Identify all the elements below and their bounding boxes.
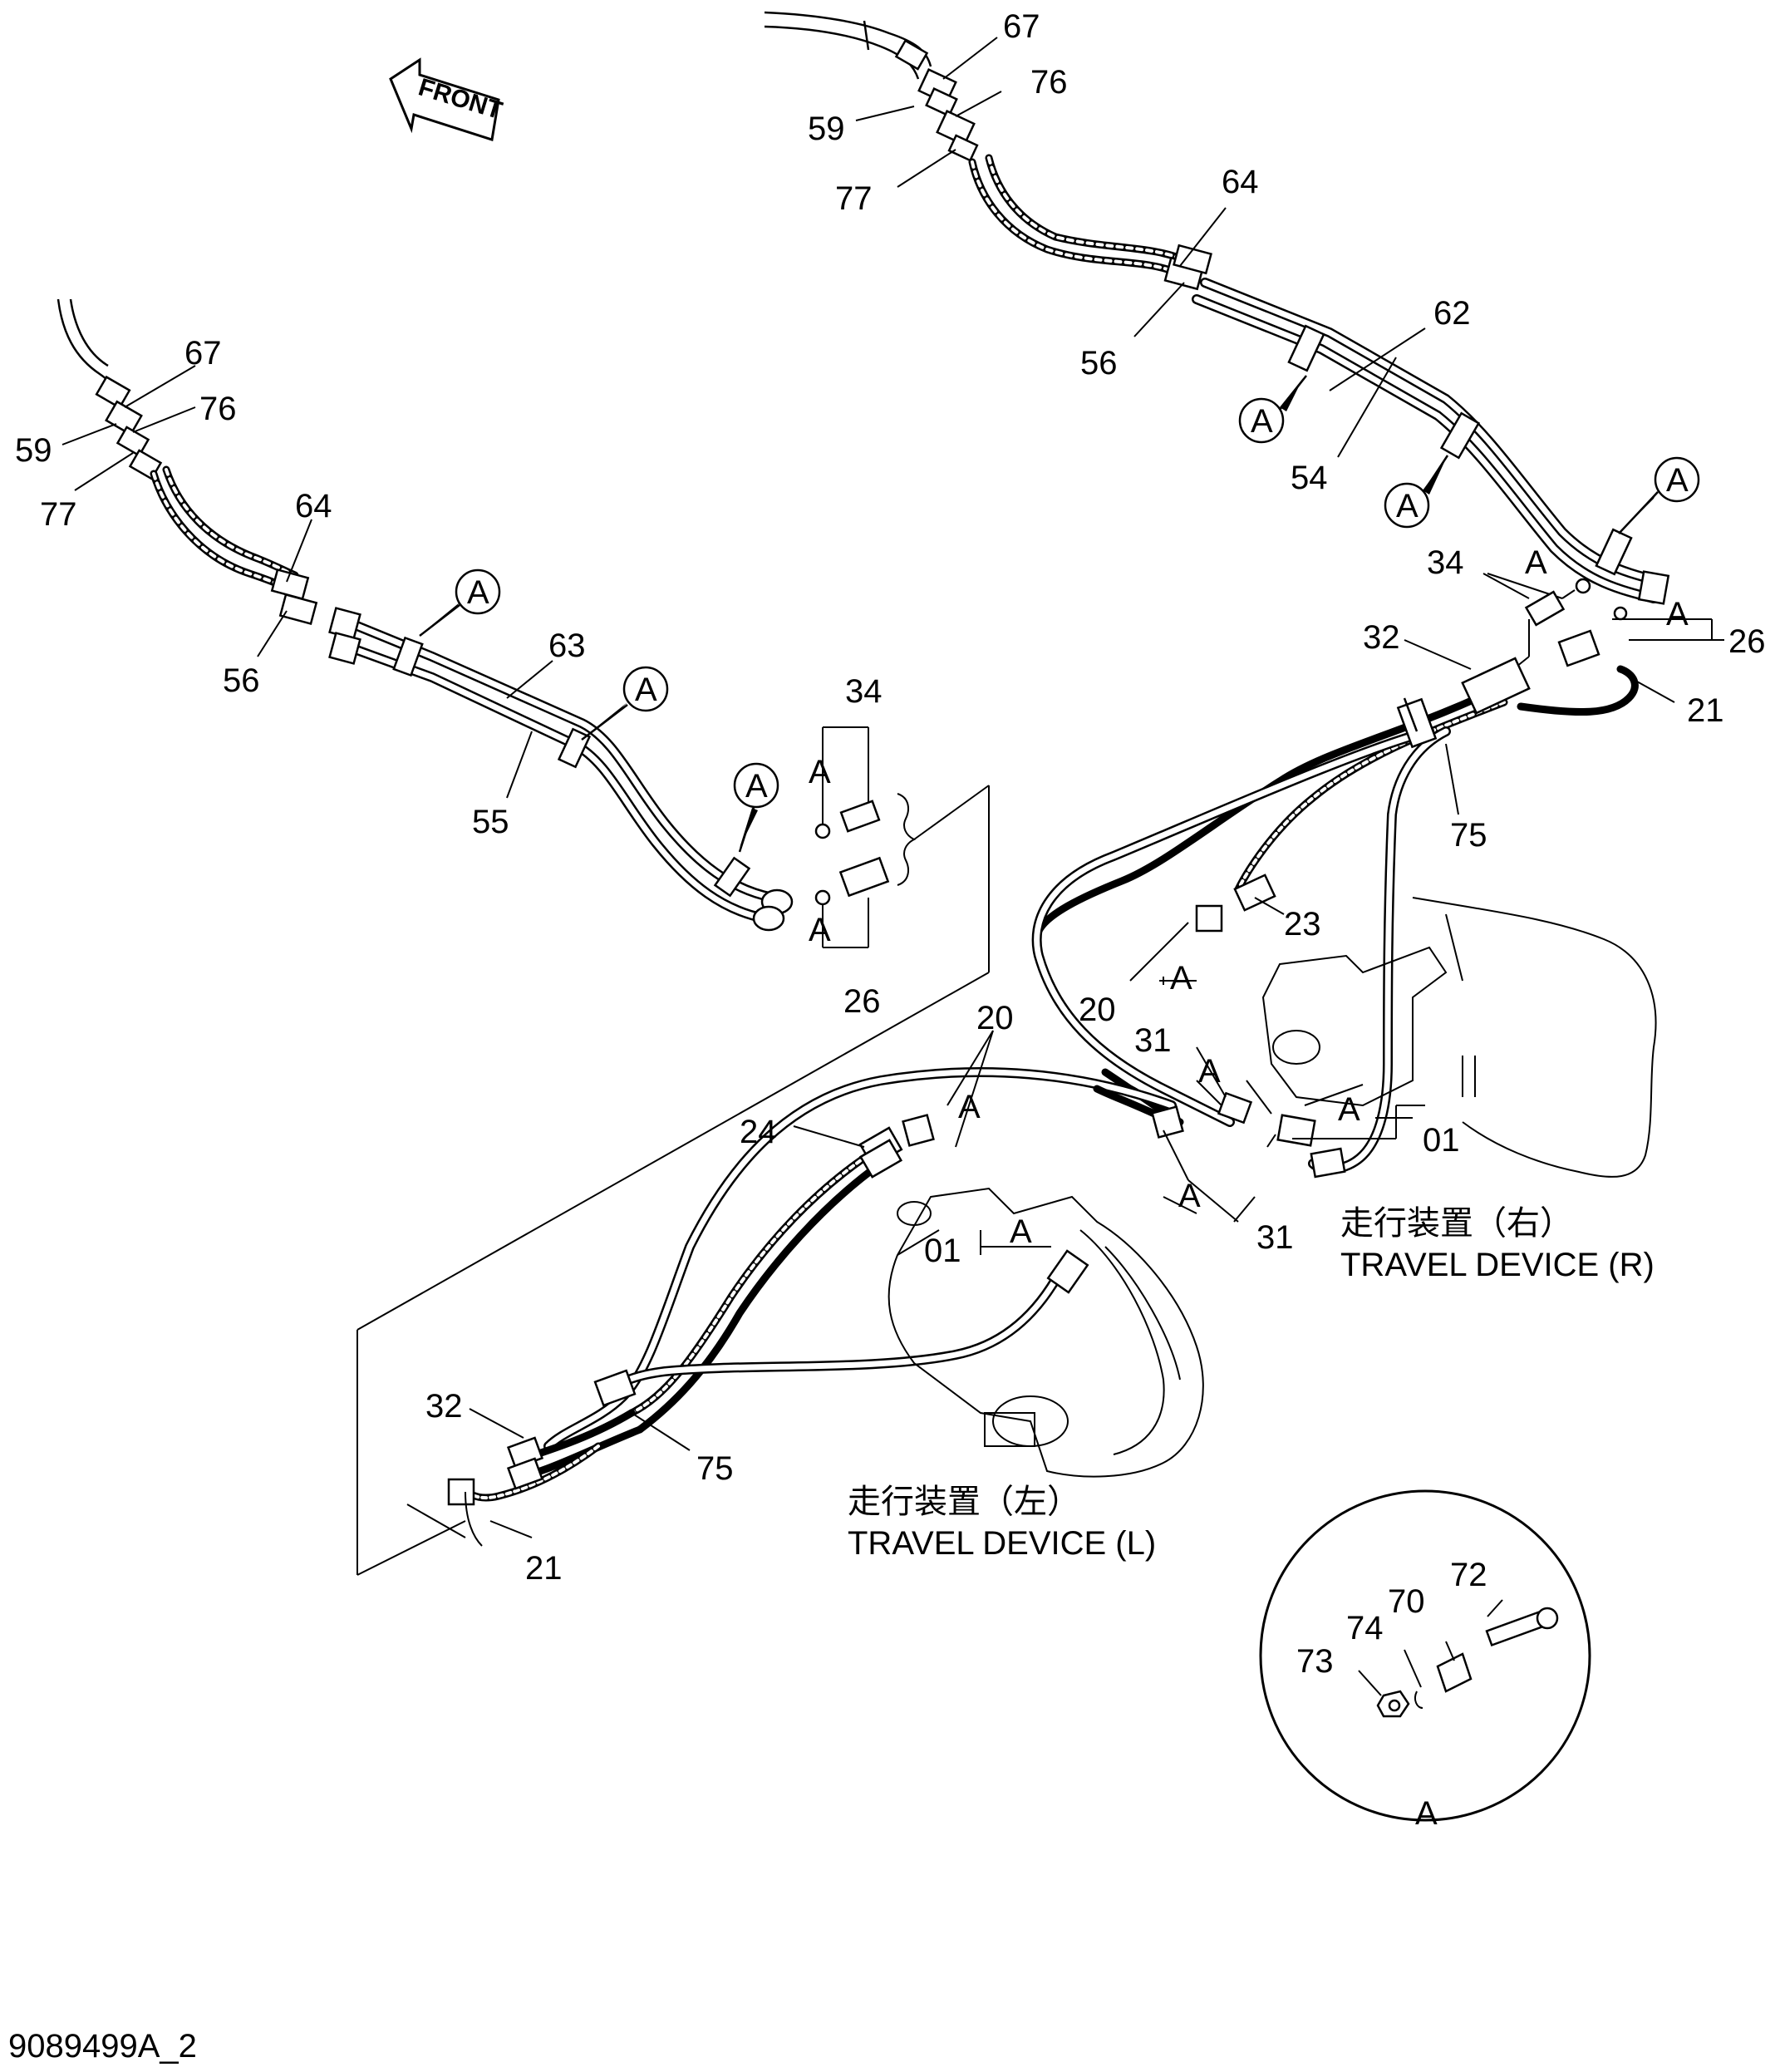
label-67-right: 67 xyxy=(1003,8,1040,45)
label-a-lower-20: A xyxy=(958,1089,981,1125)
travel-device-right xyxy=(1261,897,1657,1178)
label-73: 73 xyxy=(1296,1643,1334,1680)
label-76-right: 76 xyxy=(1030,64,1068,101)
labels-detail-a: 72 70 74 73 xyxy=(1296,1557,1487,1680)
label-32-lower: 32 xyxy=(425,1388,463,1425)
svg-text:A: A xyxy=(1251,403,1273,440)
label-59-left: 59 xyxy=(15,432,52,469)
label-75-right: 75 xyxy=(1450,817,1487,854)
label-a-right-26: A xyxy=(1666,596,1689,632)
captions: 走行装置（右） TRAVEL DEVICE (R) 走行装置（左） TRAVEL… xyxy=(8,1205,1655,2065)
label-72: 72 xyxy=(1450,1557,1487,1593)
label-a-lower-31: A xyxy=(1178,1178,1201,1214)
label-21-right: 21 xyxy=(1687,692,1724,729)
label-24: 24 xyxy=(740,1114,777,1150)
label-a-left-26: A xyxy=(809,912,831,948)
label-62: 62 xyxy=(1433,295,1471,332)
front-arrow: FRONT xyxy=(389,57,505,141)
label-54: 54 xyxy=(1291,460,1328,496)
detail-callouts: A A A A A A xyxy=(419,375,1700,853)
label-56-left: 56 xyxy=(223,662,260,699)
label-26-right: 26 xyxy=(1728,623,1766,660)
svg-text:A: A xyxy=(745,768,768,805)
svg-text:A: A xyxy=(467,574,489,611)
callout-a-4: A xyxy=(419,568,501,637)
svg-text:A: A xyxy=(635,672,657,708)
labels-right-upper: 67 76 59 77 64 56 62 54 34 A A 26 32 21 … xyxy=(808,8,1766,1159)
callout-a-3: A xyxy=(1618,456,1700,534)
callout-a-1: A xyxy=(1238,375,1307,444)
label-32-right: 32 xyxy=(1363,619,1400,656)
label-76-left: 76 xyxy=(199,391,237,427)
label-31-lower: 31 xyxy=(1256,1219,1294,1256)
label-01-lower: 01 xyxy=(924,1233,961,1269)
label-77-left: 77 xyxy=(40,496,77,533)
upper-left-line-assembly xyxy=(57,298,794,932)
upper-right-line-assembly xyxy=(764,11,1670,605)
label-20-lower: 20 xyxy=(976,1000,1014,1036)
left-hose-bundle xyxy=(447,1067,1184,1547)
svg-text:A: A xyxy=(1666,462,1689,499)
label-55: 55 xyxy=(472,804,509,840)
label-56-right: 56 xyxy=(1080,345,1118,381)
label-74: 74 xyxy=(1346,1610,1384,1646)
label-23: 23 xyxy=(1284,906,1321,942)
label-34-left: 34 xyxy=(845,673,883,710)
leader-lines xyxy=(61,37,1724,1538)
label-20-right: 20 xyxy=(1079,992,1116,1028)
label-a-right-34: A xyxy=(1525,544,1547,581)
label-26-left: 26 xyxy=(843,983,881,1020)
section-outline xyxy=(356,785,990,1576)
caption-travel-left-jp: 走行装置（左） xyxy=(848,1484,1080,1520)
label-63: 63 xyxy=(548,628,586,664)
label-31-right: 31 xyxy=(1134,1022,1172,1059)
label-a-right-20: A xyxy=(1170,960,1192,997)
caption-travel-right-en: TRAVEL DEVICE (R) xyxy=(1340,1247,1655,1283)
label-01-right: 01 xyxy=(1423,1122,1460,1159)
label-64-right: 64 xyxy=(1222,164,1259,200)
left-fitting-detail xyxy=(814,726,990,972)
right-fitting-detail xyxy=(1487,573,1713,691)
callout-a-6: A xyxy=(733,762,779,853)
label-a-right-01: A xyxy=(1338,1091,1360,1128)
label-64-left: 64 xyxy=(295,488,332,524)
label-59-right: 59 xyxy=(808,111,845,147)
labels-lower: 20 A 24 A 01 A 31 32 75 21 xyxy=(425,1000,1294,1587)
label-75-lower: 75 xyxy=(696,1450,734,1487)
detail-a-view: A xyxy=(1259,1489,1591,1832)
caption-travel-left-en: TRAVEL DEVICE (L) xyxy=(848,1525,1156,1562)
label-a-lower-01: A xyxy=(1010,1213,1032,1250)
label-67-left: 67 xyxy=(184,335,222,372)
label-21-lower: 21 xyxy=(525,1550,563,1587)
callout-a-2: A xyxy=(1384,455,1449,529)
drawing-id: 9089499A_2 xyxy=(8,2028,197,2065)
labels-left-upper: 67 76 59 77 64 56 63 55 34 A A 26 xyxy=(15,335,883,1020)
detail-a-caption: A xyxy=(1415,1795,1438,1832)
label-34-right: 34 xyxy=(1427,544,1464,581)
label-77-right: 77 xyxy=(835,180,873,217)
label-a-left-34: A xyxy=(809,754,831,790)
travel-device-left xyxy=(888,1187,1204,1478)
callout-a-5: A xyxy=(581,666,669,741)
right-hose-bundle xyxy=(1031,657,1639,1179)
svg-text:A: A xyxy=(1396,488,1419,524)
label-70: 70 xyxy=(1388,1583,1425,1620)
label-a-right-31: A xyxy=(1198,1053,1221,1090)
caption-travel-right-jp: 走行装置（右） xyxy=(1340,1205,1573,1242)
